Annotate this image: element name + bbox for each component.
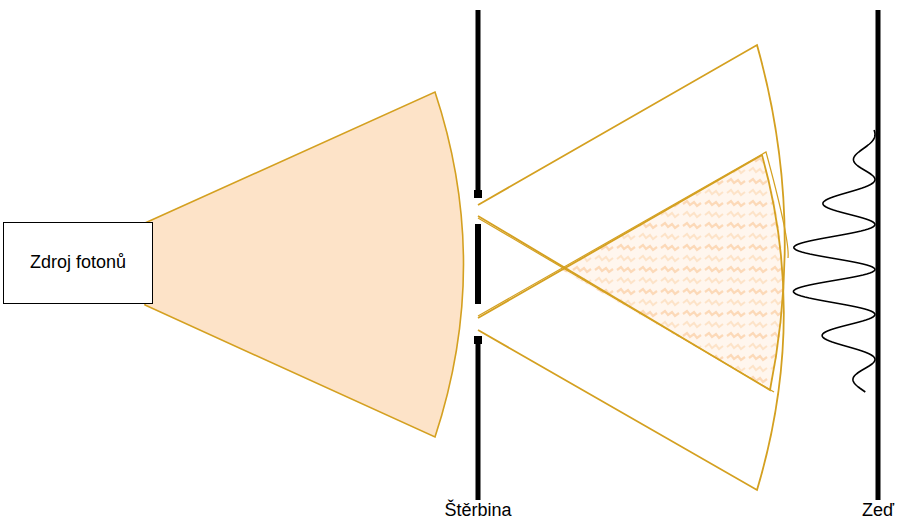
interference-pattern <box>793 130 874 392</box>
source-box: Zdroj fotonů <box>3 222 153 304</box>
slit-barrier <box>478 10 479 500</box>
part-label: Zeď <box>862 500 894 522</box>
upper-slit-cone <box>478 45 785 390</box>
light-cone <box>145 92 464 437</box>
upper-slit-cone-edge <box>478 218 774 392</box>
interference-region <box>562 155 783 390</box>
lower-slit-cone <box>478 155 784 490</box>
part-label: Štěrbina <box>444 500 511 522</box>
node-text: Zdroj fotonů <box>30 252 126 274</box>
lower-slit-cone-edge <box>478 152 788 316</box>
wall <box>876 10 881 500</box>
